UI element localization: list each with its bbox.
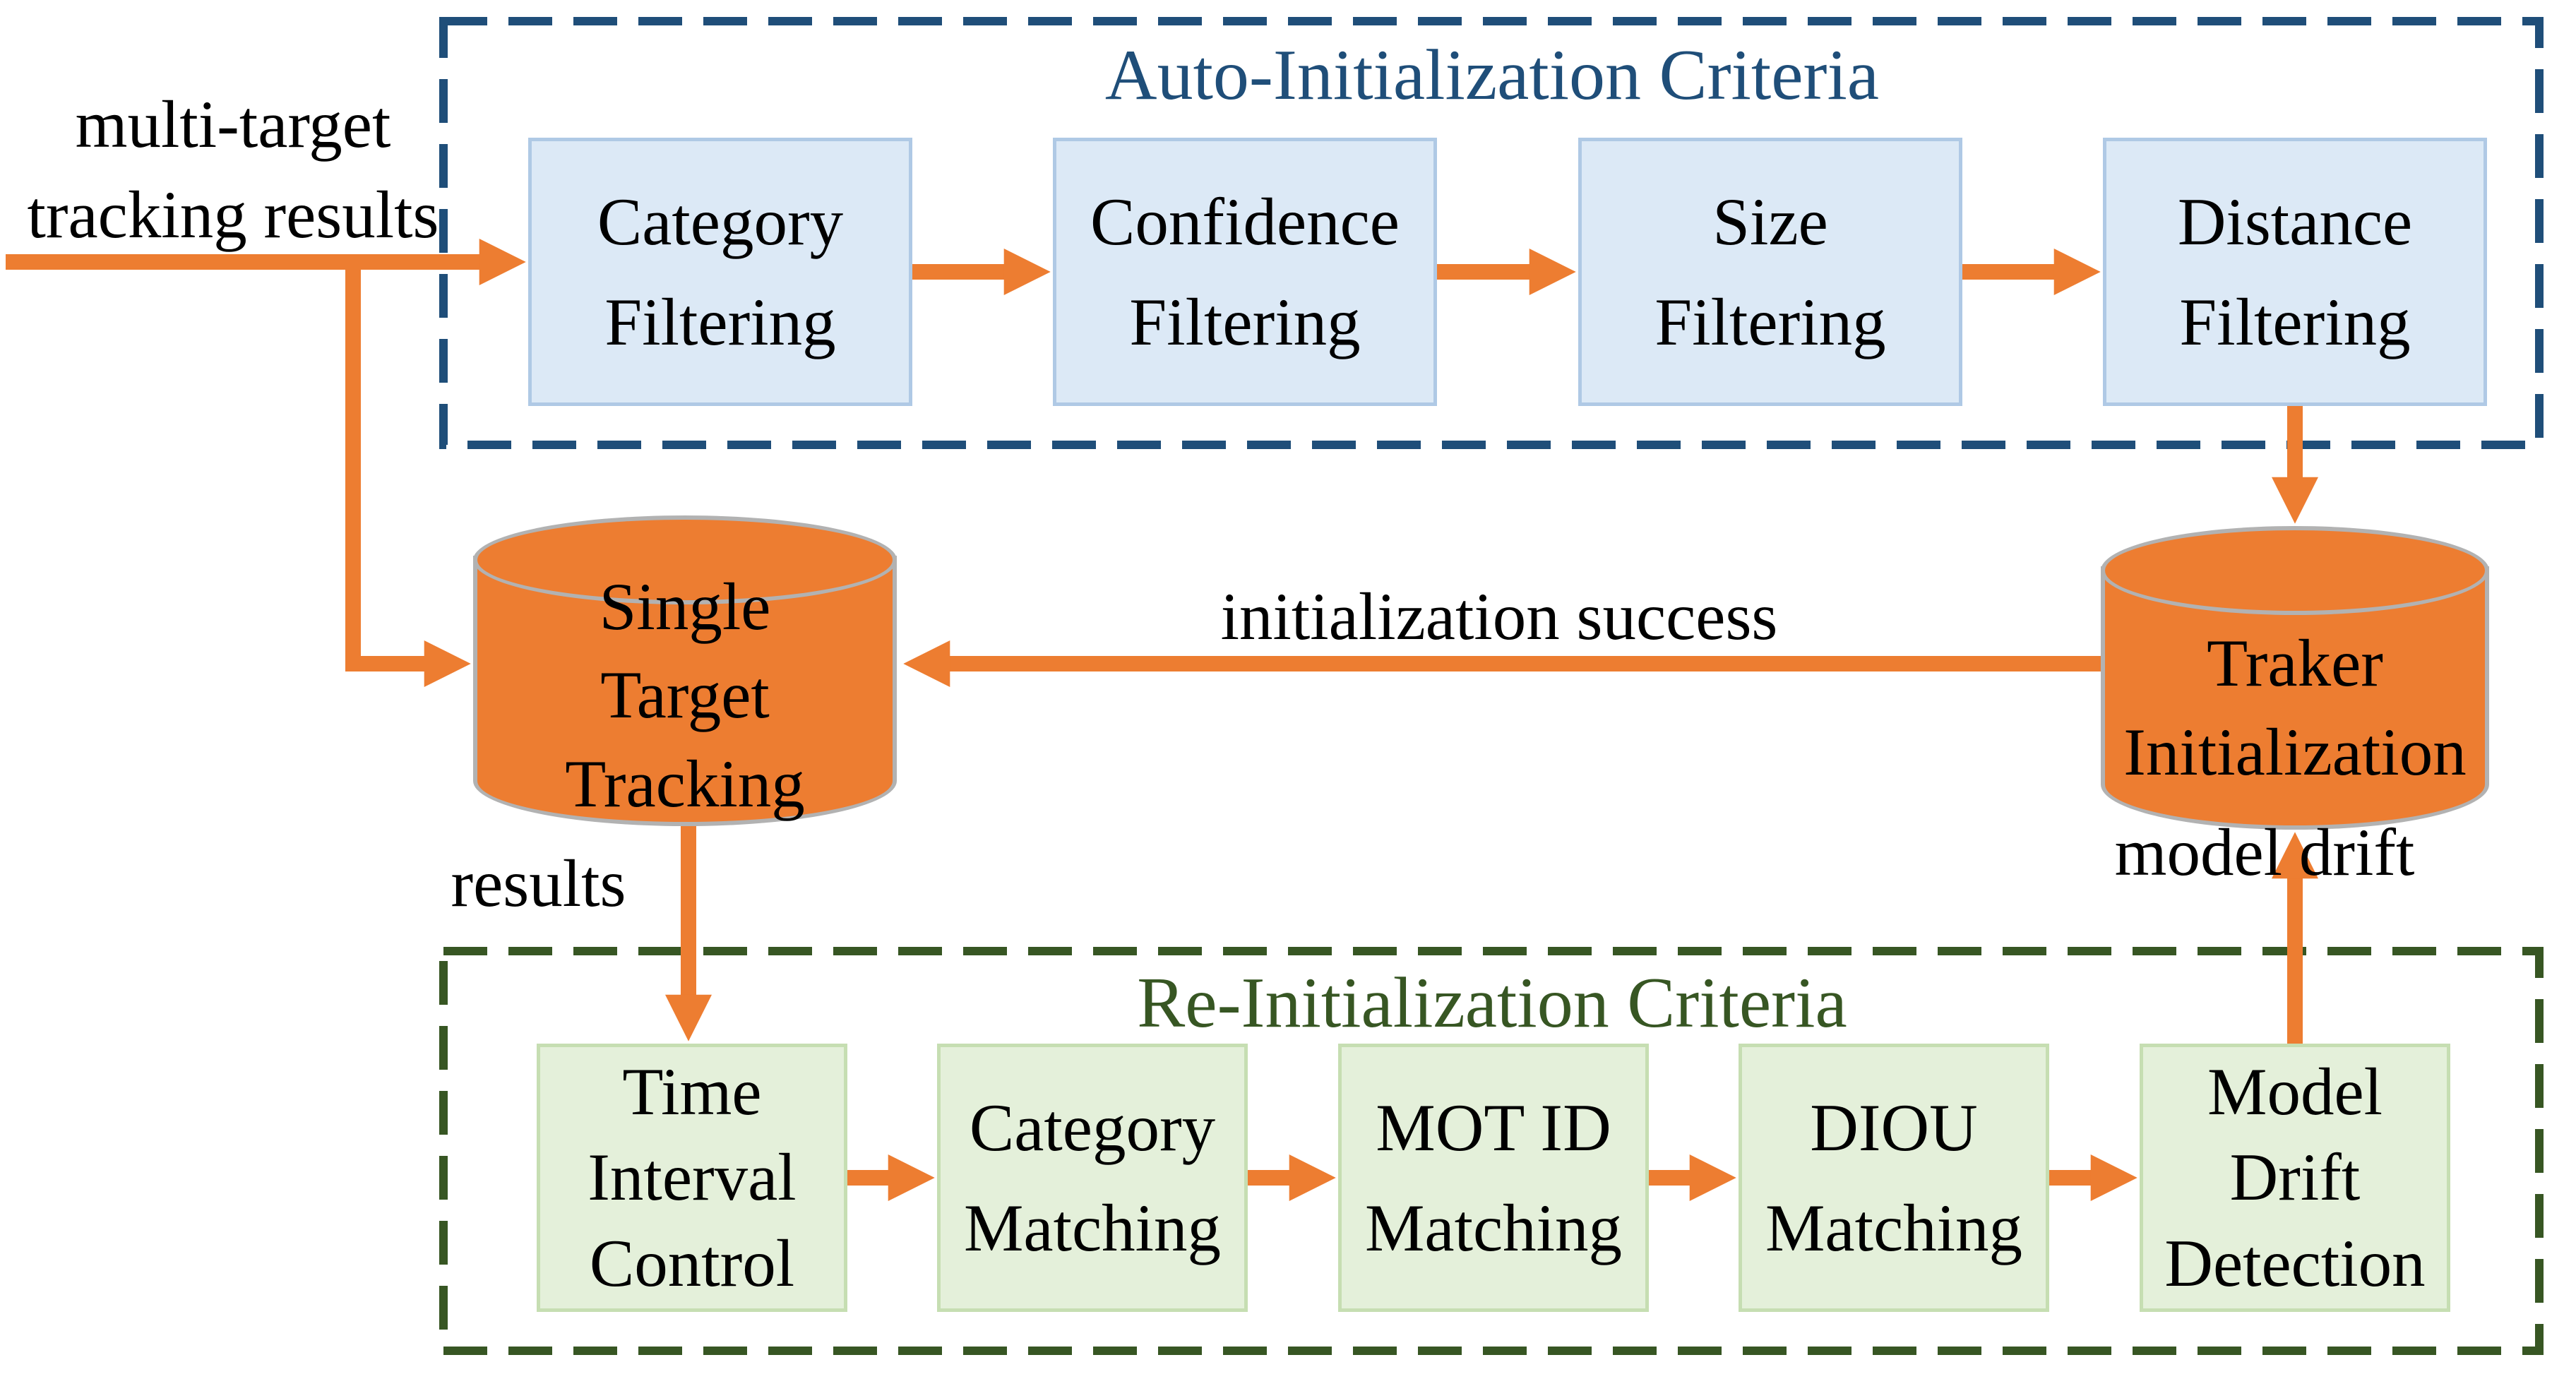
re-init-title: Re-Initialization Criteria	[1137, 963, 1847, 1043]
step-label: Interval	[588, 1140, 797, 1215]
step-label: Matching	[1364, 1190, 1623, 1265]
input-label: multi-target tracking results	[0, 79, 466, 261]
step-distance-filtering: Distance Filtering	[2103, 138, 2487, 406]
input-label-line2: tracking results	[27, 177, 439, 253]
cylinder-top-ellipse	[473, 515, 897, 604]
step-label: Model	[2207, 1053, 2383, 1129]
step-time-interval-control: Time Interval Control	[537, 1044, 847, 1312]
cylinder-label-line: Traker	[2207, 626, 2383, 701]
model-drift-label: model drift	[2114, 815, 2415, 890]
step-label: Control	[589, 1225, 795, 1301]
cylinder-label-line: Tracking	[565, 746, 805, 821]
step-label: Filtering	[1654, 285, 1886, 359]
step-label: Size	[1712, 184, 1828, 259]
tracker-initialization-cylinder: Traker Initialization	[2101, 526, 2489, 830]
input-label-line1: multi-target	[75, 87, 391, 162]
step-label: Time	[622, 1053, 762, 1129]
step-label: MOT ID	[1376, 1090, 1611, 1165]
step-label: Matching	[963, 1190, 1222, 1265]
arrow-input-branch-to-single-target-tracking	[345, 270, 471, 687]
step-label: DIOU	[1810, 1090, 1978, 1165]
cylinder-top-ellipse	[2101, 526, 2489, 615]
single-target-tracking-label: Single Target Tracking	[473, 515, 897, 826]
cylinder-label-line: Target	[600, 657, 770, 733]
step-label: Filtering	[1129, 285, 1361, 359]
step-label: Category	[969, 1090, 1216, 1165]
results-label: results	[451, 846, 626, 921]
cylinder-label-line: Single	[599, 568, 771, 644]
step-label: Filtering	[604, 285, 836, 359]
auto-init-dashed-border	[439, 17, 2544, 449]
initialization-success-label: initialization success	[1220, 579, 1778, 654]
re-init-dashed-border	[439, 947, 2544, 1355]
step-category-matching: Category Matching	[937, 1044, 1248, 1312]
step-category-filtering: Category Filtering	[528, 138, 912, 406]
step-label: Category	[597, 184, 844, 259]
tracker-initialization-label: Traker Initialization	[2101, 526, 2489, 830]
step-label: Distance	[2177, 184, 2413, 259]
cylinder-label-line: Initialization	[2123, 714, 2467, 789]
step-size-filtering: Size Filtering	[1578, 138, 1962, 406]
single-target-tracking-cylinder: Single Target Tracking	[473, 515, 897, 826]
step-label: Drift	[2229, 1140, 2361, 1215]
step-confidence-filtering: Confidence Filtering	[1053, 138, 1437, 406]
step-diou-matching: DIOU Matching	[1739, 1044, 2049, 1312]
step-mot-id-matching: MOT ID Matching	[1338, 1044, 1649, 1312]
step-label: Filtering	[2179, 285, 2411, 359]
step-model-drift-detection: Model Drift Detection	[2140, 1044, 2450, 1312]
step-label: Detection	[2164, 1225, 2426, 1301]
auto-init-title: Auto-Initialization Criteria	[1104, 35, 1880, 115]
step-label: Matching	[1765, 1190, 2023, 1265]
step-label: Confidence	[1090, 184, 1400, 259]
